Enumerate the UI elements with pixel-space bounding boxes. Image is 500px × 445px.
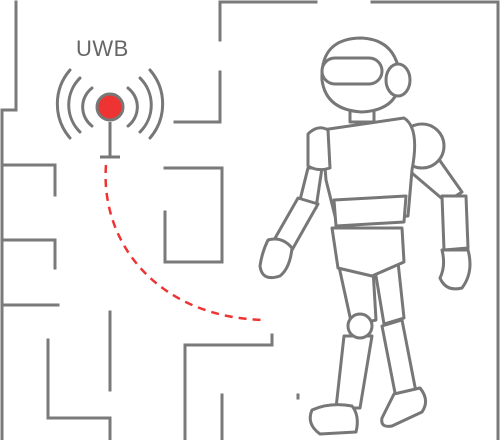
robot-pelvis — [330, 226, 406, 278]
maze-wall — [183, 333, 274, 442]
robot-left-hand — [258, 237, 294, 280]
humanoid-robot-icon — [258, 36, 472, 436]
robot-left-shoulder — [306, 126, 332, 172]
uwb-beacon-icon — [55, 68, 165, 159]
robot-ear — [384, 62, 412, 98]
maze-wall — [0, 163, 57, 197]
signal-waves-icon — [55, 68, 165, 140]
beacon-dot — [95, 92, 125, 122]
robot-visor — [320, 56, 384, 86]
robot-right-forearm — [440, 194, 470, 252]
uwb-label: UWB — [76, 36, 129, 61]
maze-wall — [163, 166, 224, 264]
maze-wall — [46, 338, 112, 442]
robot-chest-plate — [332, 194, 408, 228]
uwb-range-path — [104, 164, 266, 322]
maze-wall — [173, 70, 222, 124]
robot-right-foot — [380, 386, 427, 428]
robot-right-hand — [438, 248, 472, 291]
maze-wall — [0, 0, 18, 442]
robot-right-shin — [380, 318, 418, 400]
maze-wall — [370, 0, 500, 442]
maze-wall — [0, 238, 57, 270]
robot-knee — [346, 312, 374, 340]
robot-left-shin — [334, 334, 374, 410]
robot-left-foot — [308, 403, 359, 436]
